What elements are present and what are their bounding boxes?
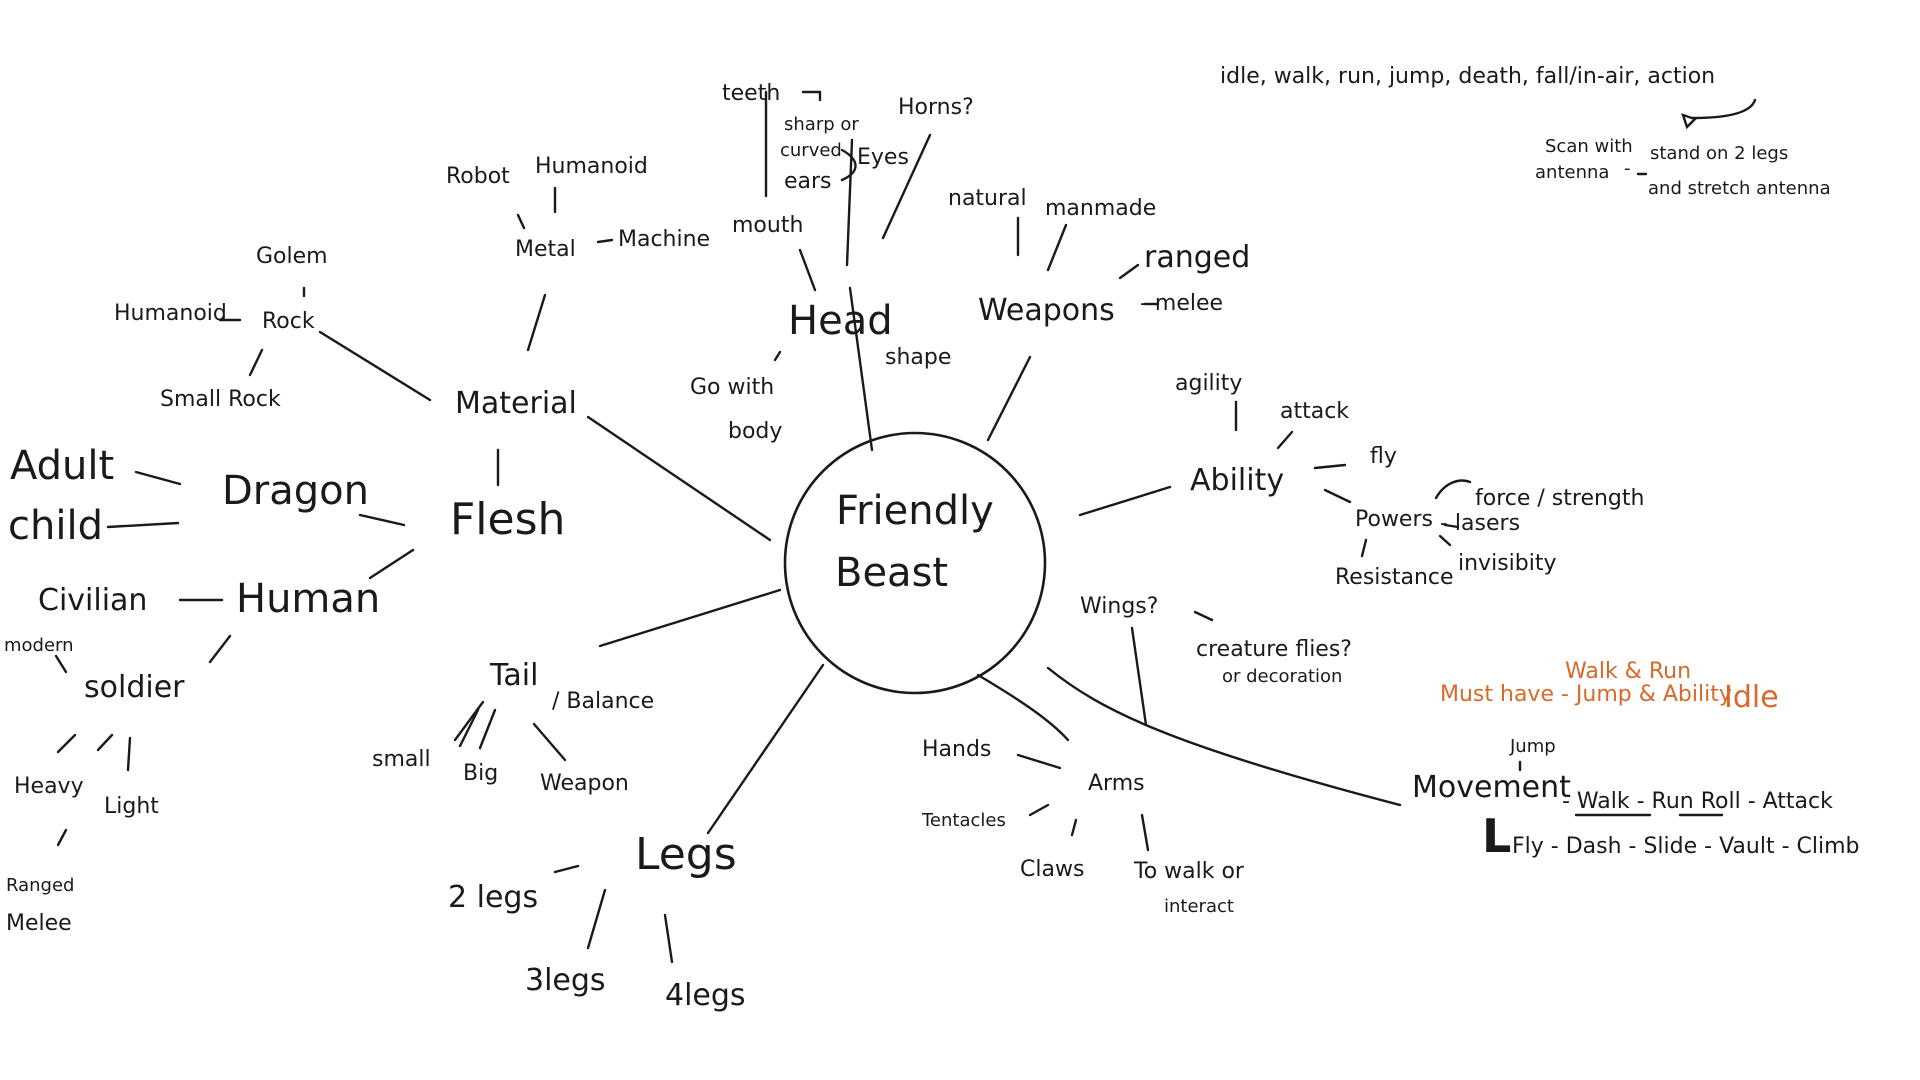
adult-node: Adult (10, 443, 115, 489)
head-node: Head (788, 298, 893, 344)
flesh-node: Flesh (450, 494, 566, 545)
ability-node: Ability (1190, 463, 1285, 498)
machine-node: Machine (618, 227, 711, 252)
animation-list: idle, walk, run, jump, death, fall/in-ai… (1220, 64, 1716, 89)
rock-humanoid-node: Humanoid (114, 301, 227, 326)
lasers-node: - lasers (1440, 511, 1521, 536)
four-legs-node: 4legs (665, 978, 746, 1013)
invisibility-node: invisibity (1458, 551, 1557, 576)
spoke-movement (1046, 666, 1402, 807)
ranged-weapon-node: ranged (1144, 240, 1251, 275)
modern-node: modern (4, 635, 74, 656)
claws-node: Claws (1020, 857, 1085, 882)
weapons-node: Weapons (978, 293, 1115, 328)
two-legs-node: 2 legs (448, 880, 539, 915)
material-node: Material (455, 386, 577, 421)
go-with-line1: Go with (690, 375, 775, 400)
spoke-head (848, 286, 874, 452)
go-with-line2: body (728, 419, 783, 444)
idle-note: Idle (1724, 680, 1779, 715)
attack-node: attack (1280, 399, 1350, 424)
horns-node: Horns? (898, 95, 974, 120)
to-walk-line2: interact (1164, 896, 1234, 917)
movement-L-mark: L (1482, 809, 1512, 863)
civilian-node: Civilian (38, 583, 148, 618)
to-walk-line1: To walk or (1134, 859, 1244, 884)
scan-antenna-line1: Scan with (1545, 136, 1633, 157)
rock-node: Rock (262, 309, 315, 334)
spoke-tail (598, 588, 782, 648)
center-label-line1: Friendly (836, 488, 994, 534)
walk-run-note: Walk & Run (1565, 659, 1692, 684)
stand-line1: stand on 2 legs (1650, 143, 1789, 164)
big-tail-node: Big (463, 761, 499, 786)
spoke-material (586, 415, 772, 542)
movement-node: Movement (1412, 770, 1571, 805)
metal-node: Metal (515, 237, 576, 262)
child-node: child (8, 503, 103, 549)
must-have-note: Must have - Jump & Ability (1440, 682, 1732, 707)
spoke-ability (1078, 485, 1172, 517)
scan-antenna-line2: antenna (1535, 162, 1610, 183)
golem-node: Golem (256, 244, 328, 269)
resistance-node: Resistance (1335, 565, 1454, 590)
arms-node: Arms (1088, 771, 1145, 796)
movement-row1: - Walk - Run Roll - Attack (1562, 789, 1833, 814)
wings-note-line1: creature flies? (1196, 637, 1352, 662)
small-tail-node: small (372, 747, 431, 772)
agility-node: agility (1175, 371, 1243, 396)
shape-node: shape (885, 345, 952, 370)
center-circle (783, 431, 1047, 695)
natural-node: natural (948, 186, 1027, 211)
balance-node: / Balance (552, 689, 655, 714)
light-node: Light (104, 794, 159, 819)
teeth-node: teeth (722, 81, 781, 106)
melee-node: Melee (6, 911, 72, 936)
movement-row2: Fly - Dash - Slide - Vault - Climb (1512, 834, 1860, 859)
heavy-node: Heavy (14, 774, 84, 799)
spoke-arms (976, 673, 1070, 742)
powers-node: Powers (1355, 507, 1433, 532)
legs-node: Legs (635, 829, 737, 880)
ears-node: ears (784, 169, 832, 194)
wings-note-line2: or decoration (1222, 666, 1343, 687)
manmade-node: manmade (1045, 196, 1157, 221)
fly-node: fly (1370, 444, 1397, 469)
weapon-tail-node: Weapon (540, 771, 629, 796)
soldier-node: soldier (84, 670, 185, 705)
small-rock-node: Small Rock (160, 387, 281, 412)
hands-node: Hands (922, 737, 992, 762)
melee-weapon-node: - melee (1140, 291, 1224, 316)
ranged-node: Ranged (6, 875, 75, 896)
wings-line (1130, 626, 1148, 727)
metal-humanoid-node: Humanoid (535, 154, 648, 179)
spoke-weapons (986, 355, 1032, 442)
mouth-node: mouth (732, 213, 804, 238)
animation-dash: - (1624, 158, 1631, 179)
tentacles-node: Tentacles (922, 810, 1006, 831)
stand-line2: and stretch antenna (1648, 178, 1831, 199)
sharp-curved-line2: curved (780, 140, 842, 161)
center-label-line2: Beast (835, 550, 949, 596)
force-strength-node: force / strength (1475, 486, 1645, 511)
dragon-node: Dragon (222, 468, 369, 514)
sharp-curved-line1: sharp or (784, 114, 859, 135)
robot-node: Robot (446, 164, 510, 189)
spoke-legs (706, 663, 825, 835)
tail-node: Tail (490, 658, 539, 693)
eyes-node: Eyes (857, 145, 909, 170)
three-legs-node: 3legs (525, 963, 606, 998)
human-node: Human (236, 576, 381, 622)
jump-node: Jump (1510, 736, 1556, 757)
wings-node: Wings? (1080, 594, 1159, 619)
